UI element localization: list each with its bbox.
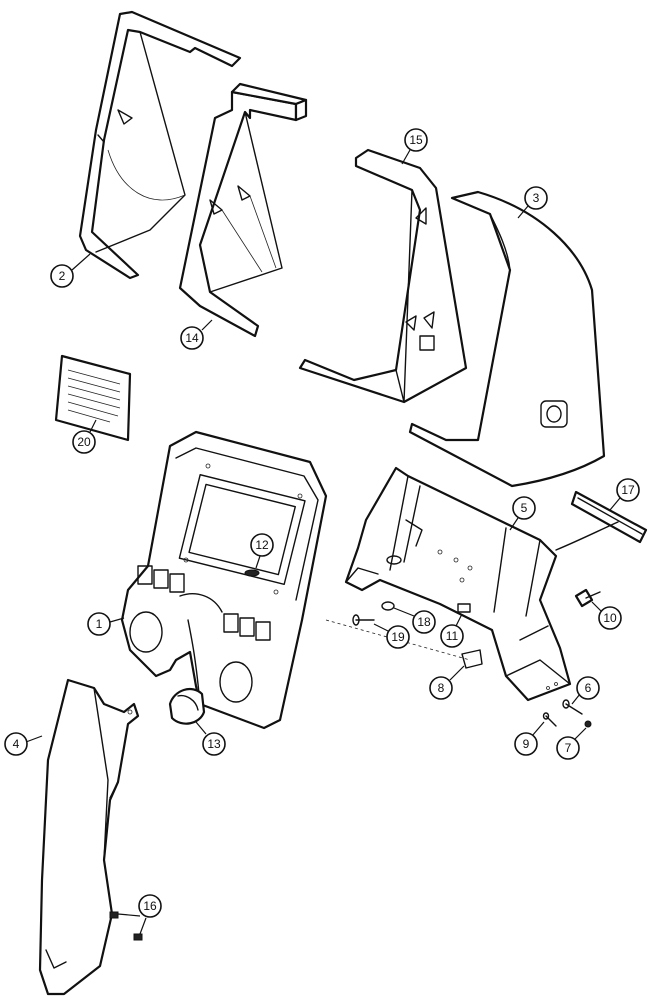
part-14-panel bbox=[178, 82, 308, 338]
callout-4-label: 4 bbox=[13, 737, 20, 751]
callout-9: 9 bbox=[514, 721, 545, 756]
part-2-side-panel bbox=[78, 10, 242, 280]
part-15-panel bbox=[298, 148, 468, 404]
callout-15-label: 15 bbox=[409, 133, 423, 147]
callout-14-label: 14 bbox=[185, 331, 199, 345]
callout-3: 3 bbox=[517, 186, 548, 219]
callout-20-label: 20 bbox=[77, 435, 91, 449]
part-5-bracket bbox=[344, 466, 572, 702]
part-1-dashboard bbox=[120, 430, 328, 730]
part-17-strip bbox=[555, 490, 648, 551]
callout-15: 15 bbox=[401, 128, 428, 165]
callout-10-label: 10 bbox=[603, 611, 617, 625]
callout-20: 20 bbox=[72, 419, 97, 454]
part-16-clips bbox=[109, 911, 143, 941]
callout-16: 16 bbox=[117, 894, 162, 935]
part-10-bolt bbox=[574, 588, 601, 608]
part-8-bracket bbox=[461, 649, 483, 669]
part-6-bolt bbox=[562, 699, 583, 715]
callout-14: 14 bbox=[180, 319, 213, 350]
part-4-column-cover bbox=[38, 678, 140, 996]
callout-12: 12 bbox=[250, 533, 274, 569]
part-3-cover bbox=[408, 190, 606, 488]
part-9-bolt bbox=[542, 712, 557, 727]
callout-10: 10 bbox=[591, 601, 622, 630]
callout-18: 18 bbox=[393, 607, 436, 634]
callout-7-label: 7 bbox=[565, 741, 572, 755]
part-12-plug bbox=[244, 569, 260, 577]
callout-6-label: 6 bbox=[585, 681, 592, 695]
callout-1-label: 1 bbox=[96, 617, 103, 631]
callout-19-label: 19 bbox=[391, 630, 405, 644]
part-19-bolt bbox=[352, 614, 375, 626]
part-13-knob bbox=[168, 687, 206, 725]
callout-6: 6 bbox=[571, 676, 600, 705]
callout-16-label: 16 bbox=[143, 899, 157, 913]
callout-4: 4 bbox=[4, 732, 43, 756]
callout-13: 13 bbox=[195, 721, 226, 756]
callout-13-label: 13 bbox=[207, 737, 221, 751]
callout-7: 7 bbox=[556, 727, 587, 760]
callout-17: 17 bbox=[609, 478, 640, 511]
callout-18-label: 18 bbox=[417, 615, 431, 629]
callout-5: 5 bbox=[509, 496, 536, 531]
part-18-washer bbox=[381, 601, 395, 611]
callout-8-label: 8 bbox=[438, 681, 445, 695]
callout-11: 11 bbox=[440, 613, 464, 648]
callout-12-label: 12 bbox=[255, 538, 269, 552]
callout-2-label: 2 bbox=[59, 269, 66, 283]
callout-8: 8 bbox=[429, 665, 465, 700]
callout-19: 19 bbox=[373, 623, 410, 649]
part-20-decal bbox=[54, 354, 132, 442]
callout-3-label: 3 bbox=[533, 191, 540, 205]
callout-9-label: 9 bbox=[523, 737, 530, 751]
callout-17-label: 17 bbox=[621, 483, 635, 497]
callout-1: 1 bbox=[87, 612, 125, 636]
part-7-nut bbox=[584, 720, 592, 728]
part-11-clip bbox=[457, 603, 471, 613]
callout-2: 2 bbox=[50, 253, 91, 288]
callout-5-label: 5 bbox=[521, 501, 528, 515]
callout-11-label: 11 bbox=[446, 629, 459, 643]
